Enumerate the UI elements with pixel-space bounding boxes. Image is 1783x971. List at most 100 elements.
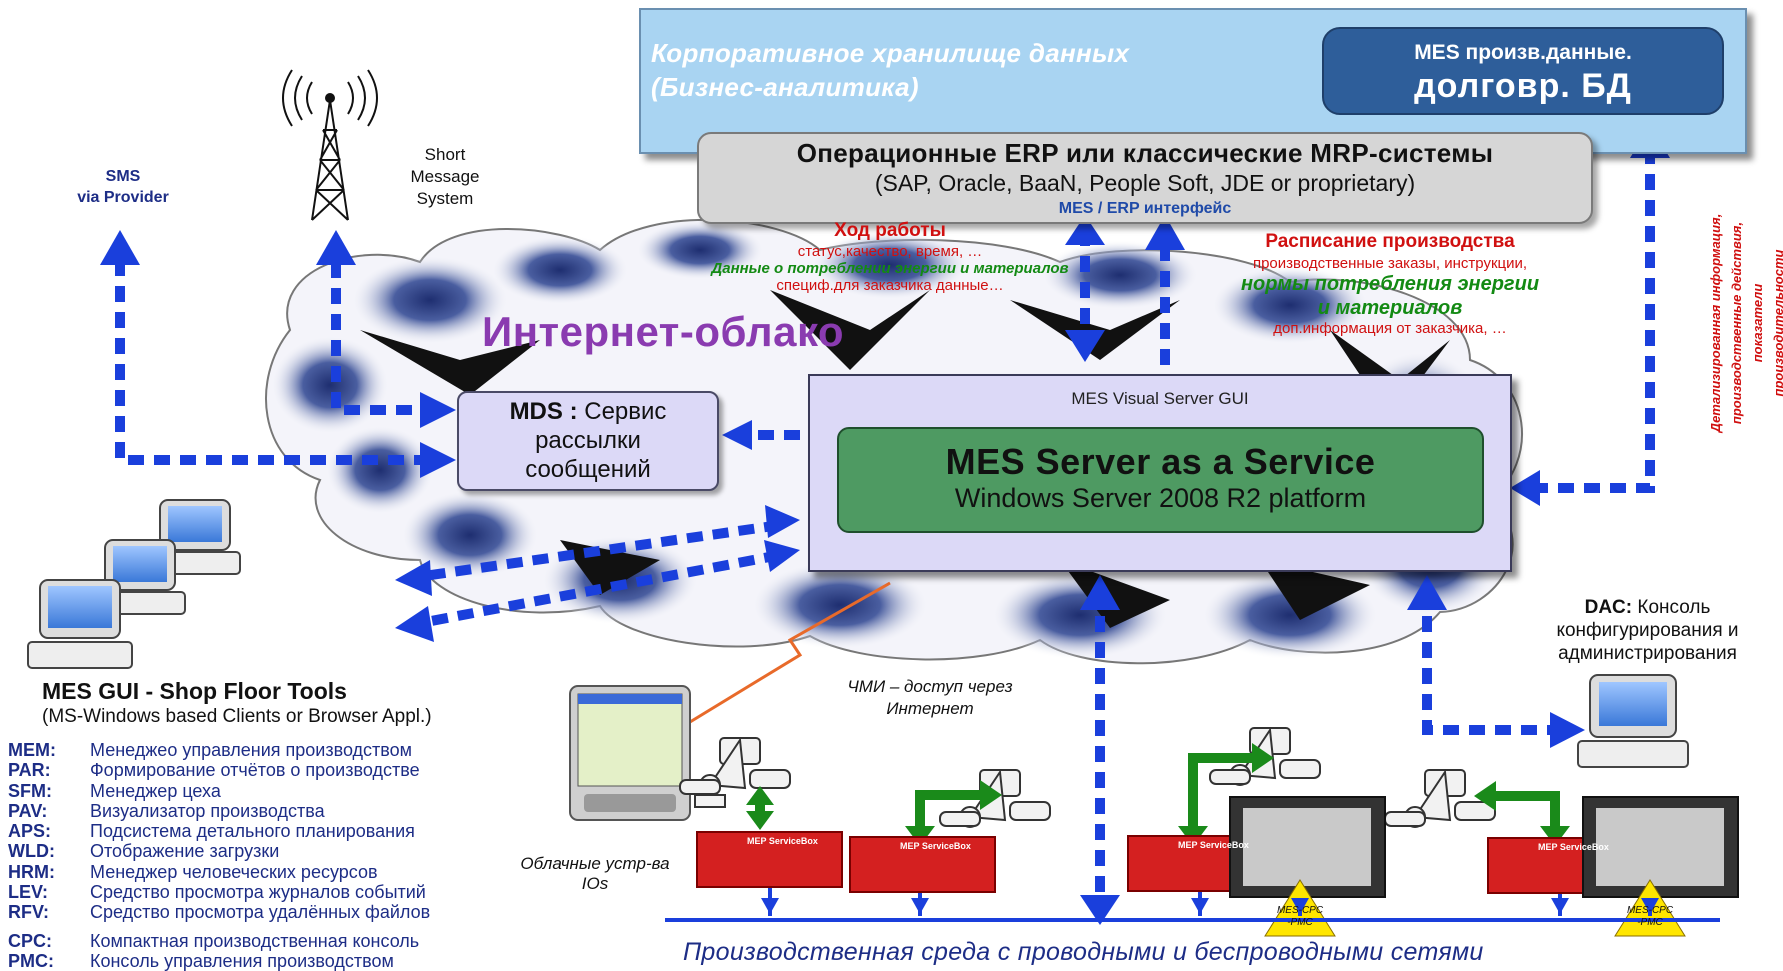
vertical-note-line3: показатели производительности	[1750, 249, 1783, 397]
green-arrow-heads	[746, 743, 1570, 846]
vertical-note: Детализированная информация, производств…	[1705, 213, 1783, 433]
network-bus	[665, 888, 1720, 922]
cloud-title: Интернет-облако	[482, 308, 845, 355]
erp-subtitle: (SAP, Oracle, BaaN, People Soft, JDE or …	[874, 170, 1416, 196]
cpc-label-line2: -PMC	[1637, 917, 1663, 928]
mds-label-bold: MDS :	[509, 398, 578, 425]
schedule-title: Расписание производства	[1265, 231, 1515, 252]
legend-value: Средство просмотра журналов событий	[90, 882, 426, 903]
short-msg-line3: System	[416, 189, 474, 208]
schedule-annotation: Расписание производства производственные…	[1190, 231, 1590, 337]
short-msg-line1: Short	[424, 145, 466, 164]
arrow-mds-to-short-message	[331, 262, 440, 415]
dwh-title: Корпоративное хранилище данных (Бизнес-а…	[651, 36, 1331, 104]
bottom-title: Производственная среда с проводными и бе…	[683, 938, 1484, 966]
legend-row: CPC: Компактная производственная консоль	[8, 931, 430, 951]
legend-row: PAR:Формирование отчётов о производстве	[8, 760, 430, 780]
legend-key: MEM:	[8, 740, 56, 760]
arrows	[115, 148, 1655, 910]
progress-annotation: Ход работы статус,качество, время, … Дан…	[690, 220, 1090, 294]
server-title: MES Server as a Service	[945, 441, 1376, 482]
arrow-server-to-dac	[1422, 590, 1565, 735]
legend-row: RFV: Средство просмотра удалённых файлов	[8, 902, 430, 922]
legend-key: PAV:	[8, 800, 48, 821]
client-computers-icon	[27, 499, 241, 669]
legend-key: HRM:	[8, 861, 55, 882]
legend-row: SFM:Менеджер цеха	[8, 781, 430, 801]
erp-box: Операционные ERP или классические MRP-си…	[697, 132, 1593, 224]
erp-title: Операционные ERP или классические MRP-си…	[796, 138, 1494, 168]
mds-box: MDS : Сервис рассылки сообщений	[457, 391, 719, 491]
mes-db-line1: MES произв.данные.	[1414, 41, 1632, 64]
servicebox-label: MEP ServiceBox	[900, 841, 971, 851]
sms-label: SMS via Provider	[48, 166, 198, 208]
erp-interface-label: MES / ERP интерфейс	[1058, 200, 1232, 217]
hmi-line2: Интернет	[886, 699, 974, 718]
dac-label: DAC: Консоль конфигурирования и админист…	[1515, 596, 1780, 665]
legend-row: PAV: Визуализатор производства	[8, 801, 430, 821]
legend-value: Средство просмотра удалённых файлов	[90, 902, 431, 923]
servicebox-label: MEP ServiceBox	[747, 836, 818, 846]
legend-key: RFV:	[8, 902, 50, 923]
legend-row: PMC: Консоль управления производством	[8, 951, 430, 971]
cpc-label: MES-CPC -PMC	[1615, 905, 1685, 929]
schedule-line4: доп.информация от заказчика, …	[1273, 320, 1507, 337]
legend-value: Визуализатор производства	[90, 800, 325, 821]
dac-bold: DAC:	[1584, 597, 1633, 618]
cpc-label: MES-CPC -PMC	[1265, 905, 1335, 929]
arrow-mds-to-sms	[115, 260, 440, 465]
arrow-dwh-to-server	[1522, 148, 1655, 493]
hmi-line1: ЧМИ – доступ через	[847, 677, 1013, 696]
legend-key: APS:	[8, 821, 52, 842]
servicebox-label: MEP ServiceBox	[1538, 842, 1609, 852]
mes-db-box: MES произв.данные. долговр. БД	[1322, 27, 1724, 115]
servicebox-label: MEP ServiceBox	[1178, 840, 1249, 850]
sms-line2: via Provider	[77, 189, 169, 206]
schedule-line2: нормы потребления энергии	[1240, 273, 1540, 295]
progress-line2: Данные о потреблении энергии и материало…	[711, 260, 1069, 277]
legend-value: Подсистема детального планирования	[90, 821, 415, 842]
mes-db-line2: долговр. БД	[1414, 67, 1632, 105]
wireless-link-icon	[689, 581, 891, 724]
progress-line3: специф.для заказчика данные…	[776, 277, 1004, 294]
mes-server-inner: MES Server as a Service Windows Server 2…	[837, 427, 1484, 533]
cpc-label-line1: MES-CPC	[1276, 905, 1324, 916]
legend-key: WLD:	[8, 841, 55, 862]
sms-line1: SMS	[105, 168, 141, 185]
gui-tools-subtitle: (MS-Windows based Clients or Browser App…	[42, 706, 432, 727]
dac-line2: конфигурирования и	[1556, 620, 1739, 641]
legend-row: APS: Подсистема детального планирования	[8, 821, 430, 841]
progress-line1: статус,качество, время, …	[797, 243, 983, 260]
legend-value: Менеджео управления производством	[90, 740, 413, 760]
dac-line3: администрирования	[1558, 643, 1737, 664]
dac-line1: Консоль	[1637, 597, 1711, 618]
handheld-device-icon	[569, 685, 691, 821]
dwh-title-line1: Корпоративное хранилище данных	[651, 38, 1130, 68]
legend: MEM: Менеджео управления производством PA…	[8, 740, 430, 971]
server-platform: Windows Server 2008 R2 platform	[954, 483, 1367, 513]
cloud-devices-line2: IOs	[581, 874, 609, 893]
hmi-label: ЧМИ – доступ через Интернет	[815, 676, 1045, 720]
legend-value: Компактная производственная консоль	[90, 930, 420, 951]
legend-key: PMC:	[8, 950, 54, 971]
legend-row: LEV:Средство просмотра журналов событий	[8, 882, 430, 902]
dac-computer-icon	[1577, 674, 1689, 768]
dwh-title-line2: (Бизнес-аналитика)	[651, 72, 919, 102]
cpc-label-line1: MES-CPC	[1626, 905, 1674, 916]
legend-value: Формирование отчётов о производстве	[90, 760, 420, 781]
legend-value: Отображение загрузки	[90, 841, 280, 862]
progress-title: Ход работы	[834, 220, 946, 241]
legend-value: Консоль управления производством	[90, 950, 394, 971]
cloud-devices-line1: Облачные устр-ва	[520, 854, 670, 873]
legend-key: SFM:	[8, 780, 52, 801]
legend-row: WLD: Отображение загрузки	[8, 841, 430, 861]
short-message-label: Short Message System	[390, 144, 500, 210]
legend-row: MEM: Менеджео управления производством	[8, 740, 430, 760]
arrow-server-to-clients-1	[409, 520, 781, 583]
vertical-note-line2: производственные действия,	[1729, 221, 1744, 425]
gui-tools-title: MES GUI - Shop Floor Tools	[42, 678, 347, 704]
legend-key: CPC:	[8, 930, 52, 951]
mds-label-rest: Сервис рассылки сообщений	[525, 398, 667, 483]
schedule-line3: и материалов	[1317, 297, 1463, 319]
cpc-label-line2: -PMC	[1287, 917, 1313, 928]
